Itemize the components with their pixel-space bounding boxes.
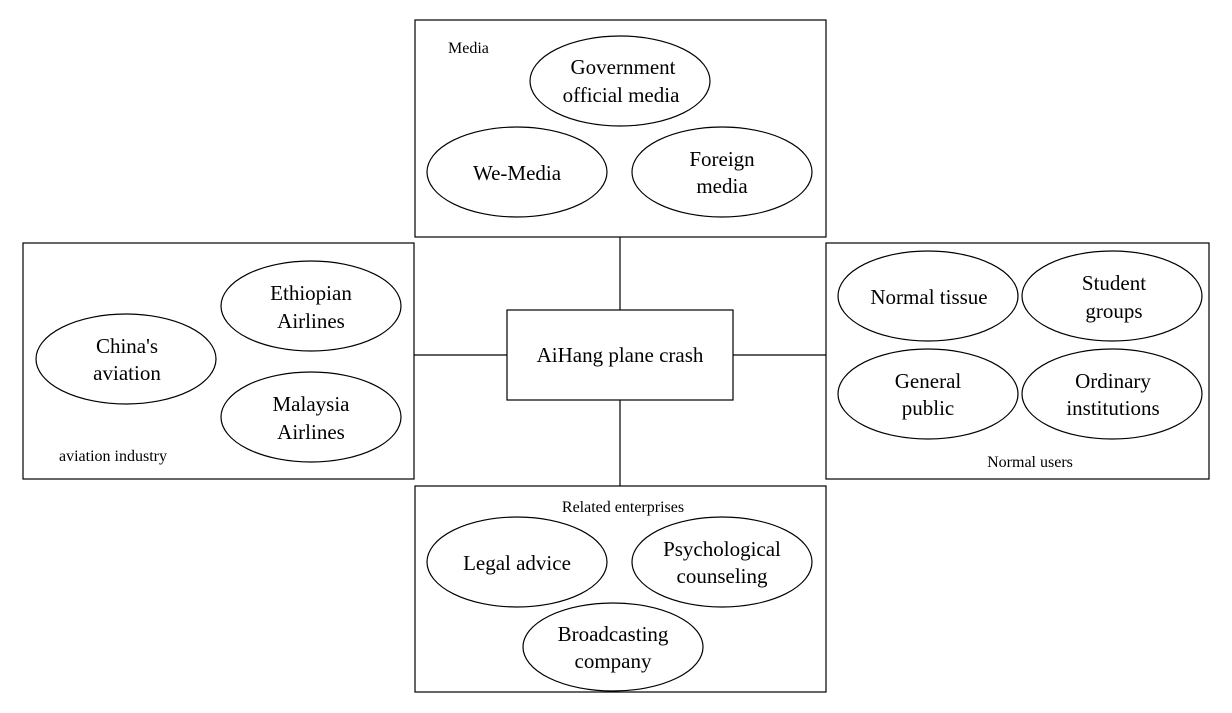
center-box [506, 309, 734, 401]
node-psychological-counseling: Psychological counseling [631, 516, 813, 608]
node-label-line: We-Media [473, 161, 562, 185]
node-foreign-media: Foreign media [631, 126, 813, 218]
node-label-line: Government [571, 55, 676, 79]
center-label: AiHang plane crash [537, 343, 704, 367]
node-label-line: Airlines [277, 420, 345, 444]
node-label-line: company [575, 649, 652, 673]
users-title: Normal users [987, 454, 1073, 471]
node-legal-advice: Legal advice [426, 516, 608, 608]
node-label-line: official media [563, 83, 680, 107]
node-label-line: Psychological [663, 537, 781, 561]
node-label-line: Student [1082, 271, 1146, 295]
node-label-line: General [895, 369, 962, 393]
aviation-group: aviation industry China's aviation Ethio… [22, 242, 415, 480]
node-label-line: Airlines [277, 309, 345, 333]
enterprises-group: Related enterprises Legal advice Psychol… [414, 485, 827, 693]
node-ordinary-institutions: Ordinary institutions [1021, 348, 1203, 440]
node-general-public: General public [837, 348, 1019, 440]
node-label-line: Foreign [689, 147, 755, 171]
node-broadcasting-company: Broadcasting company [522, 602, 704, 692]
enterprises-title: Related enterprises [562, 499, 684, 516]
node-label-line: China's [96, 334, 158, 358]
node-label-line: Broadcasting [558, 622, 669, 646]
node-chinas-aviation: China's aviation [35, 313, 217, 405]
node-label-line: media [696, 174, 748, 198]
node-student-groups: Student groups [1021, 250, 1203, 342]
node-label-line: groups [1085, 299, 1142, 323]
node-label-line: aviation [93, 361, 161, 385]
users-group: Normal users Normal tissue Student group… [825, 242, 1210, 480]
node-label-line: Malaysia [273, 392, 351, 416]
node-normal-tissue: Normal tissue [837, 250, 1019, 342]
node-government-official-media: Government official media [529, 35, 711, 127]
center-group: AiHang plane crash [506, 309, 734, 401]
media-title: Media [448, 40, 489, 57]
node-malaysia-airlines: Malaysia Airlines [220, 371, 402, 463]
node-we-media: We-Media [426, 126, 608, 218]
aviation-title: aviation industry [59, 448, 167, 465]
node-label-line: Normal tissue [870, 285, 987, 309]
node-label-line: counseling [677, 564, 768, 588]
node-label-line: Ordinary [1075, 369, 1151, 393]
node-label-line: Ethiopian [270, 281, 352, 305]
node-ethiopian-airlines: Ethiopian Airlines [220, 260, 402, 352]
node-label-line: public [902, 396, 955, 420]
node-label-line: institutions [1066, 396, 1159, 420]
node-label-line: Legal advice [463, 551, 571, 575]
media-group: Media Government official media We-Media… [414, 19, 827, 238]
